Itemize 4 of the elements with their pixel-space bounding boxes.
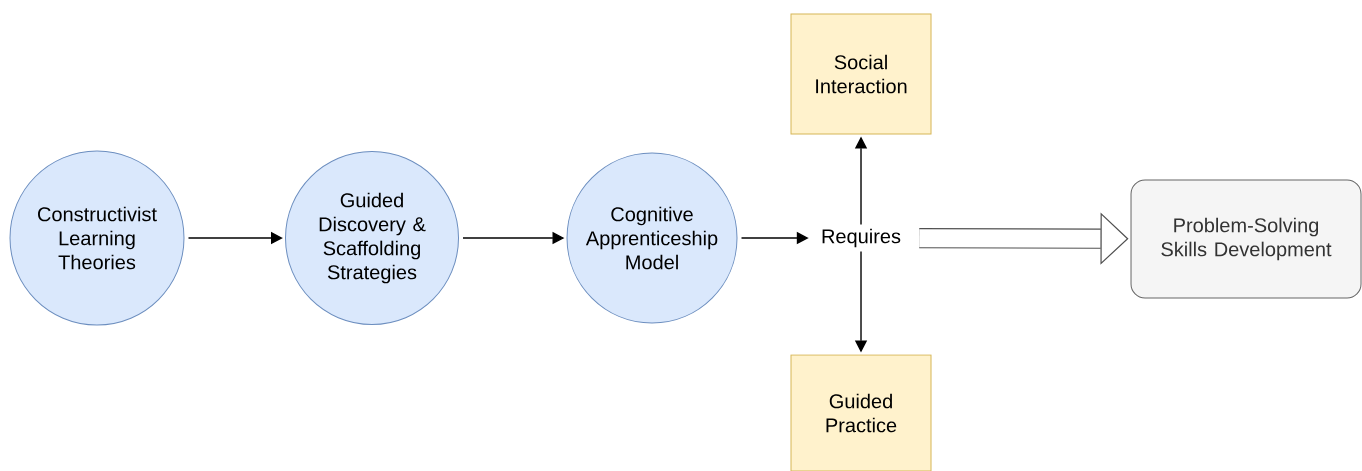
outcome-box: Problem-Solving Skills Development [1130, 179, 1362, 299]
requirement-box: Guided Practice [790, 354, 932, 471]
requirement-box: Social Interaction [790, 13, 932, 135]
node-text: Requires [822, 228, 901, 248]
